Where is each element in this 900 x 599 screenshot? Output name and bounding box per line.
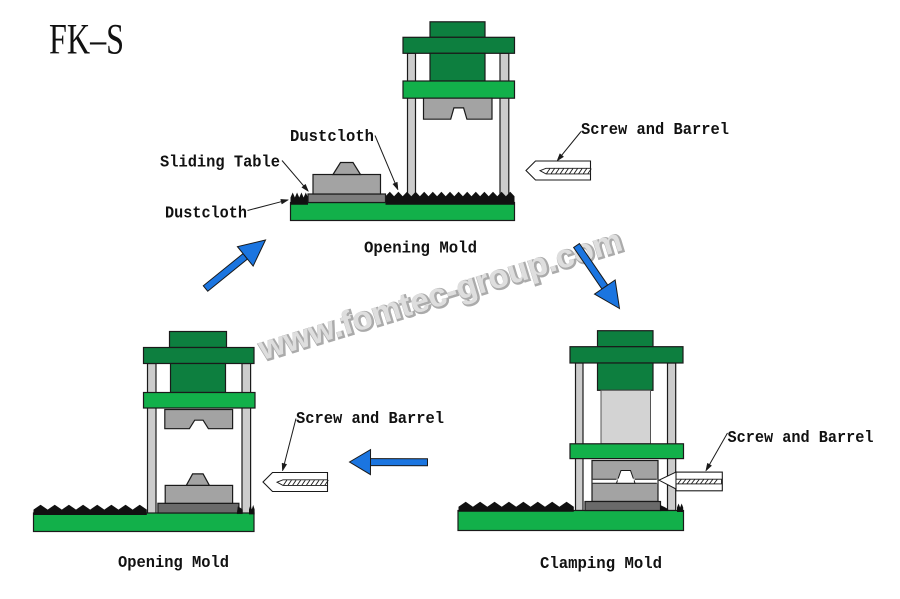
svg-text:Opening Mold: Opening Mold	[364, 240, 477, 259]
svg-text:FK–S: FK–S	[49, 17, 124, 64]
svg-text:Screw and Barrel: Screw and Barrel	[728, 429, 874, 448]
svg-text:Dustcloth: Dustcloth	[165, 205, 247, 224]
svg-text:Screw and Barrel: Screw and Barrel	[581, 121, 729, 140]
svg-text:Opening Mold: Opening Mold	[118, 554, 229, 573]
svg-text:Screw and Barrel: Screw and Barrel	[296, 410, 444, 429]
svg-text:Dustcloth: Dustcloth	[290, 128, 374, 147]
svg-text:Sliding Table: Sliding Table	[160, 154, 280, 173]
svg-text:Clamping Mold: Clamping Mold	[540, 555, 662, 574]
